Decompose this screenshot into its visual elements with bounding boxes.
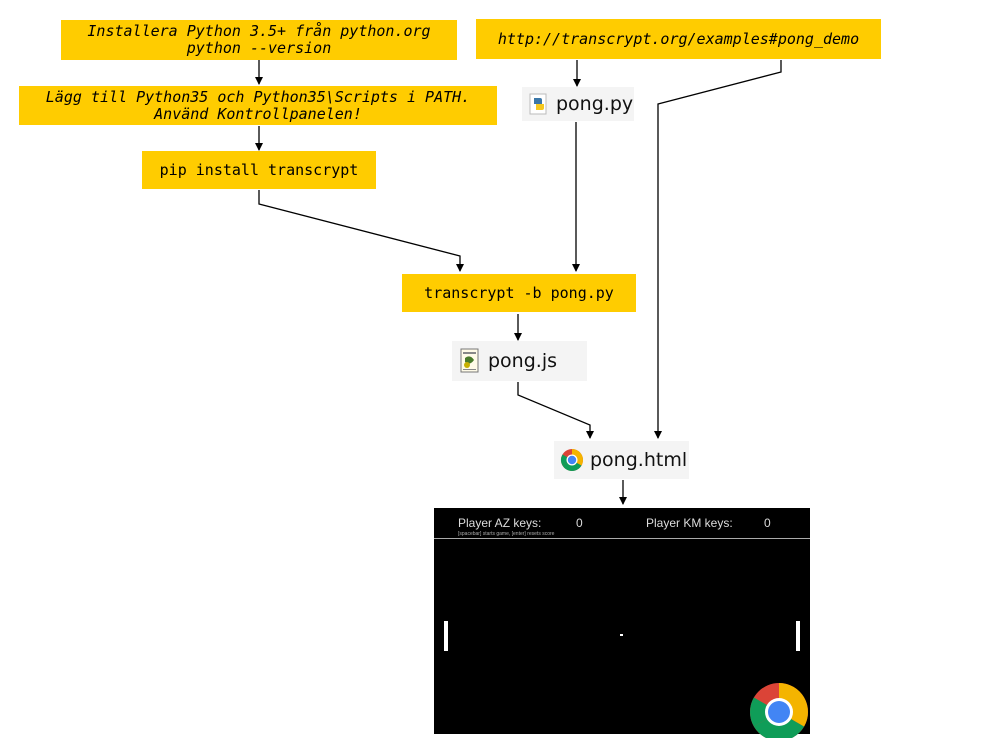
pong-html-file: pong.html (554, 441, 689, 479)
player1-label: Player AZ keys: (458, 516, 542, 530)
controls-hint: [spacebar] starts game, [enter] resets s… (458, 531, 555, 537)
pong-py-file: pong.py (522, 87, 634, 121)
chrome-icon (560, 448, 584, 472)
python-file-icon (528, 93, 550, 115)
arrow-url-to-html (654, 60, 782, 439)
arrow-pongjs-to-html (517, 382, 594, 439)
player2-score: 0 (764, 516, 771, 530)
left-paddle (444, 621, 448, 651)
pong-js-label: pong.js (488, 350, 558, 372)
script-file-icon (458, 348, 482, 374)
install-python-box: Installera Python 3.5+ från python.org p… (61, 20, 457, 60)
transcrypt-command-box: transcrypt -b pong.py (402, 274, 636, 312)
ball (620, 634, 623, 636)
pip-install-label: pip install transcrypt (159, 160, 359, 179)
url-label: http://transcrypt.org/examples#pong_demo (497, 29, 860, 48)
player2-label: Player KM keys: (646, 516, 733, 530)
transcrypt-command-label: transcrypt -b pong.py (424, 283, 614, 302)
player1-score: 0 (576, 516, 583, 530)
right-paddle (796, 621, 800, 651)
pong-py-label: pong.py (556, 93, 634, 115)
add-path-line1: Lägg till Python35 och Python35\Scripts … (45, 87, 471, 106)
pong-js-file: pong.js (452, 341, 587, 381)
pong-game-screen[interactable]: Player AZ keys: 0 Player KM keys: 0 [spa… (434, 508, 810, 734)
add-path-line2: Använd Kontrollpanelen! (154, 104, 362, 123)
install-python-line2: python --version (186, 39, 332, 57)
pip-install-box: pip install transcrypt (142, 151, 376, 189)
hud-divider (434, 538, 810, 539)
arrow-pip-to-transcrypt (258, 190, 464, 272)
pong-html-label: pong.html (590, 449, 688, 471)
chrome-logo-icon (748, 682, 812, 742)
url-box: http://transcrypt.org/examples#pong_demo (476, 19, 881, 59)
add-path-box: Lägg till Python35 och Python35\Scripts … (19, 86, 497, 125)
install-python-line1: Installera Python 3.5+ från python.org (87, 22, 431, 40)
